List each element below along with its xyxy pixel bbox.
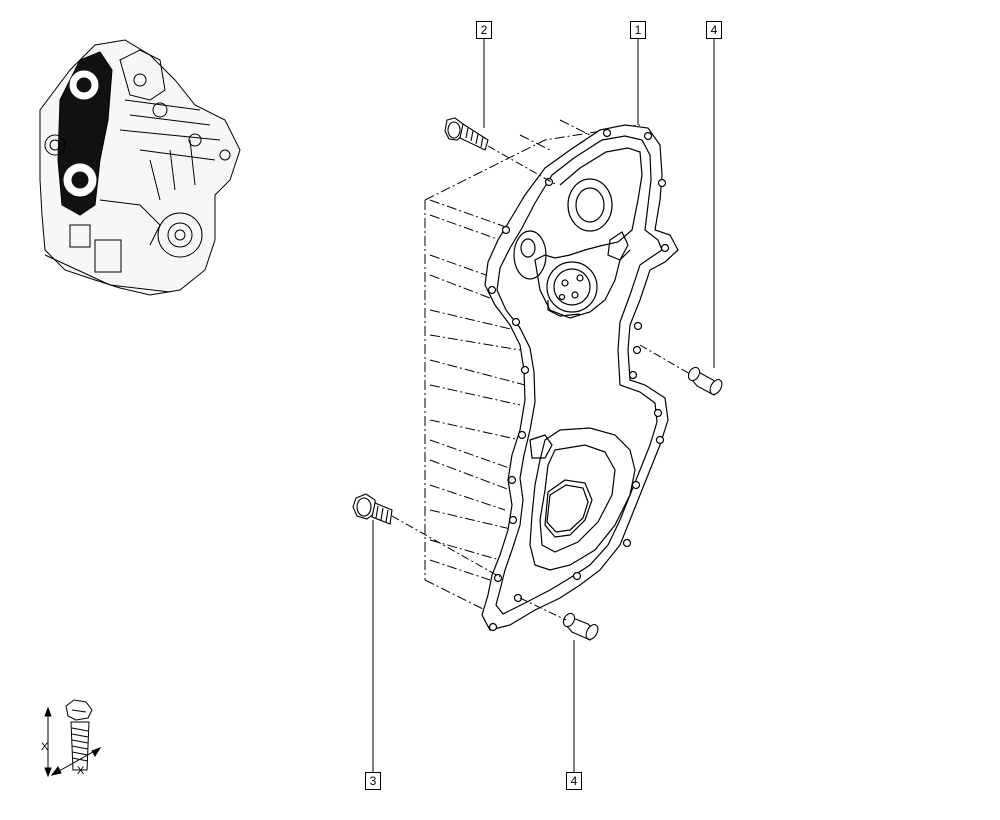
right-dowel [687,366,723,396]
legend-length-label: X [77,765,85,777]
callout-leaders [372,38,715,772]
lower-dowel [562,612,599,641]
lower-bolt [352,493,393,525]
lower-bolt-axis [391,515,501,578]
upper-bolt-axis [487,145,556,185]
engine-block-outline [424,119,641,611]
timing-cover [481,124,679,632]
callout-4-dowel-right: 4 [706,21,722,39]
callout-3-bolt: 3 [365,772,381,790]
fastener-dimension-legend [44,699,102,778]
legend-height-label: X [41,741,49,753]
right-dowel-axis [639,344,691,375]
engine-locator-thumbnail [39,39,241,296]
callout-4-dowel-lower: 4 [566,772,582,790]
callout-2-bolt: 2 [476,21,492,39]
upper-bolt [444,117,489,151]
callout-1-timing-cover: 1 [630,21,646,39]
